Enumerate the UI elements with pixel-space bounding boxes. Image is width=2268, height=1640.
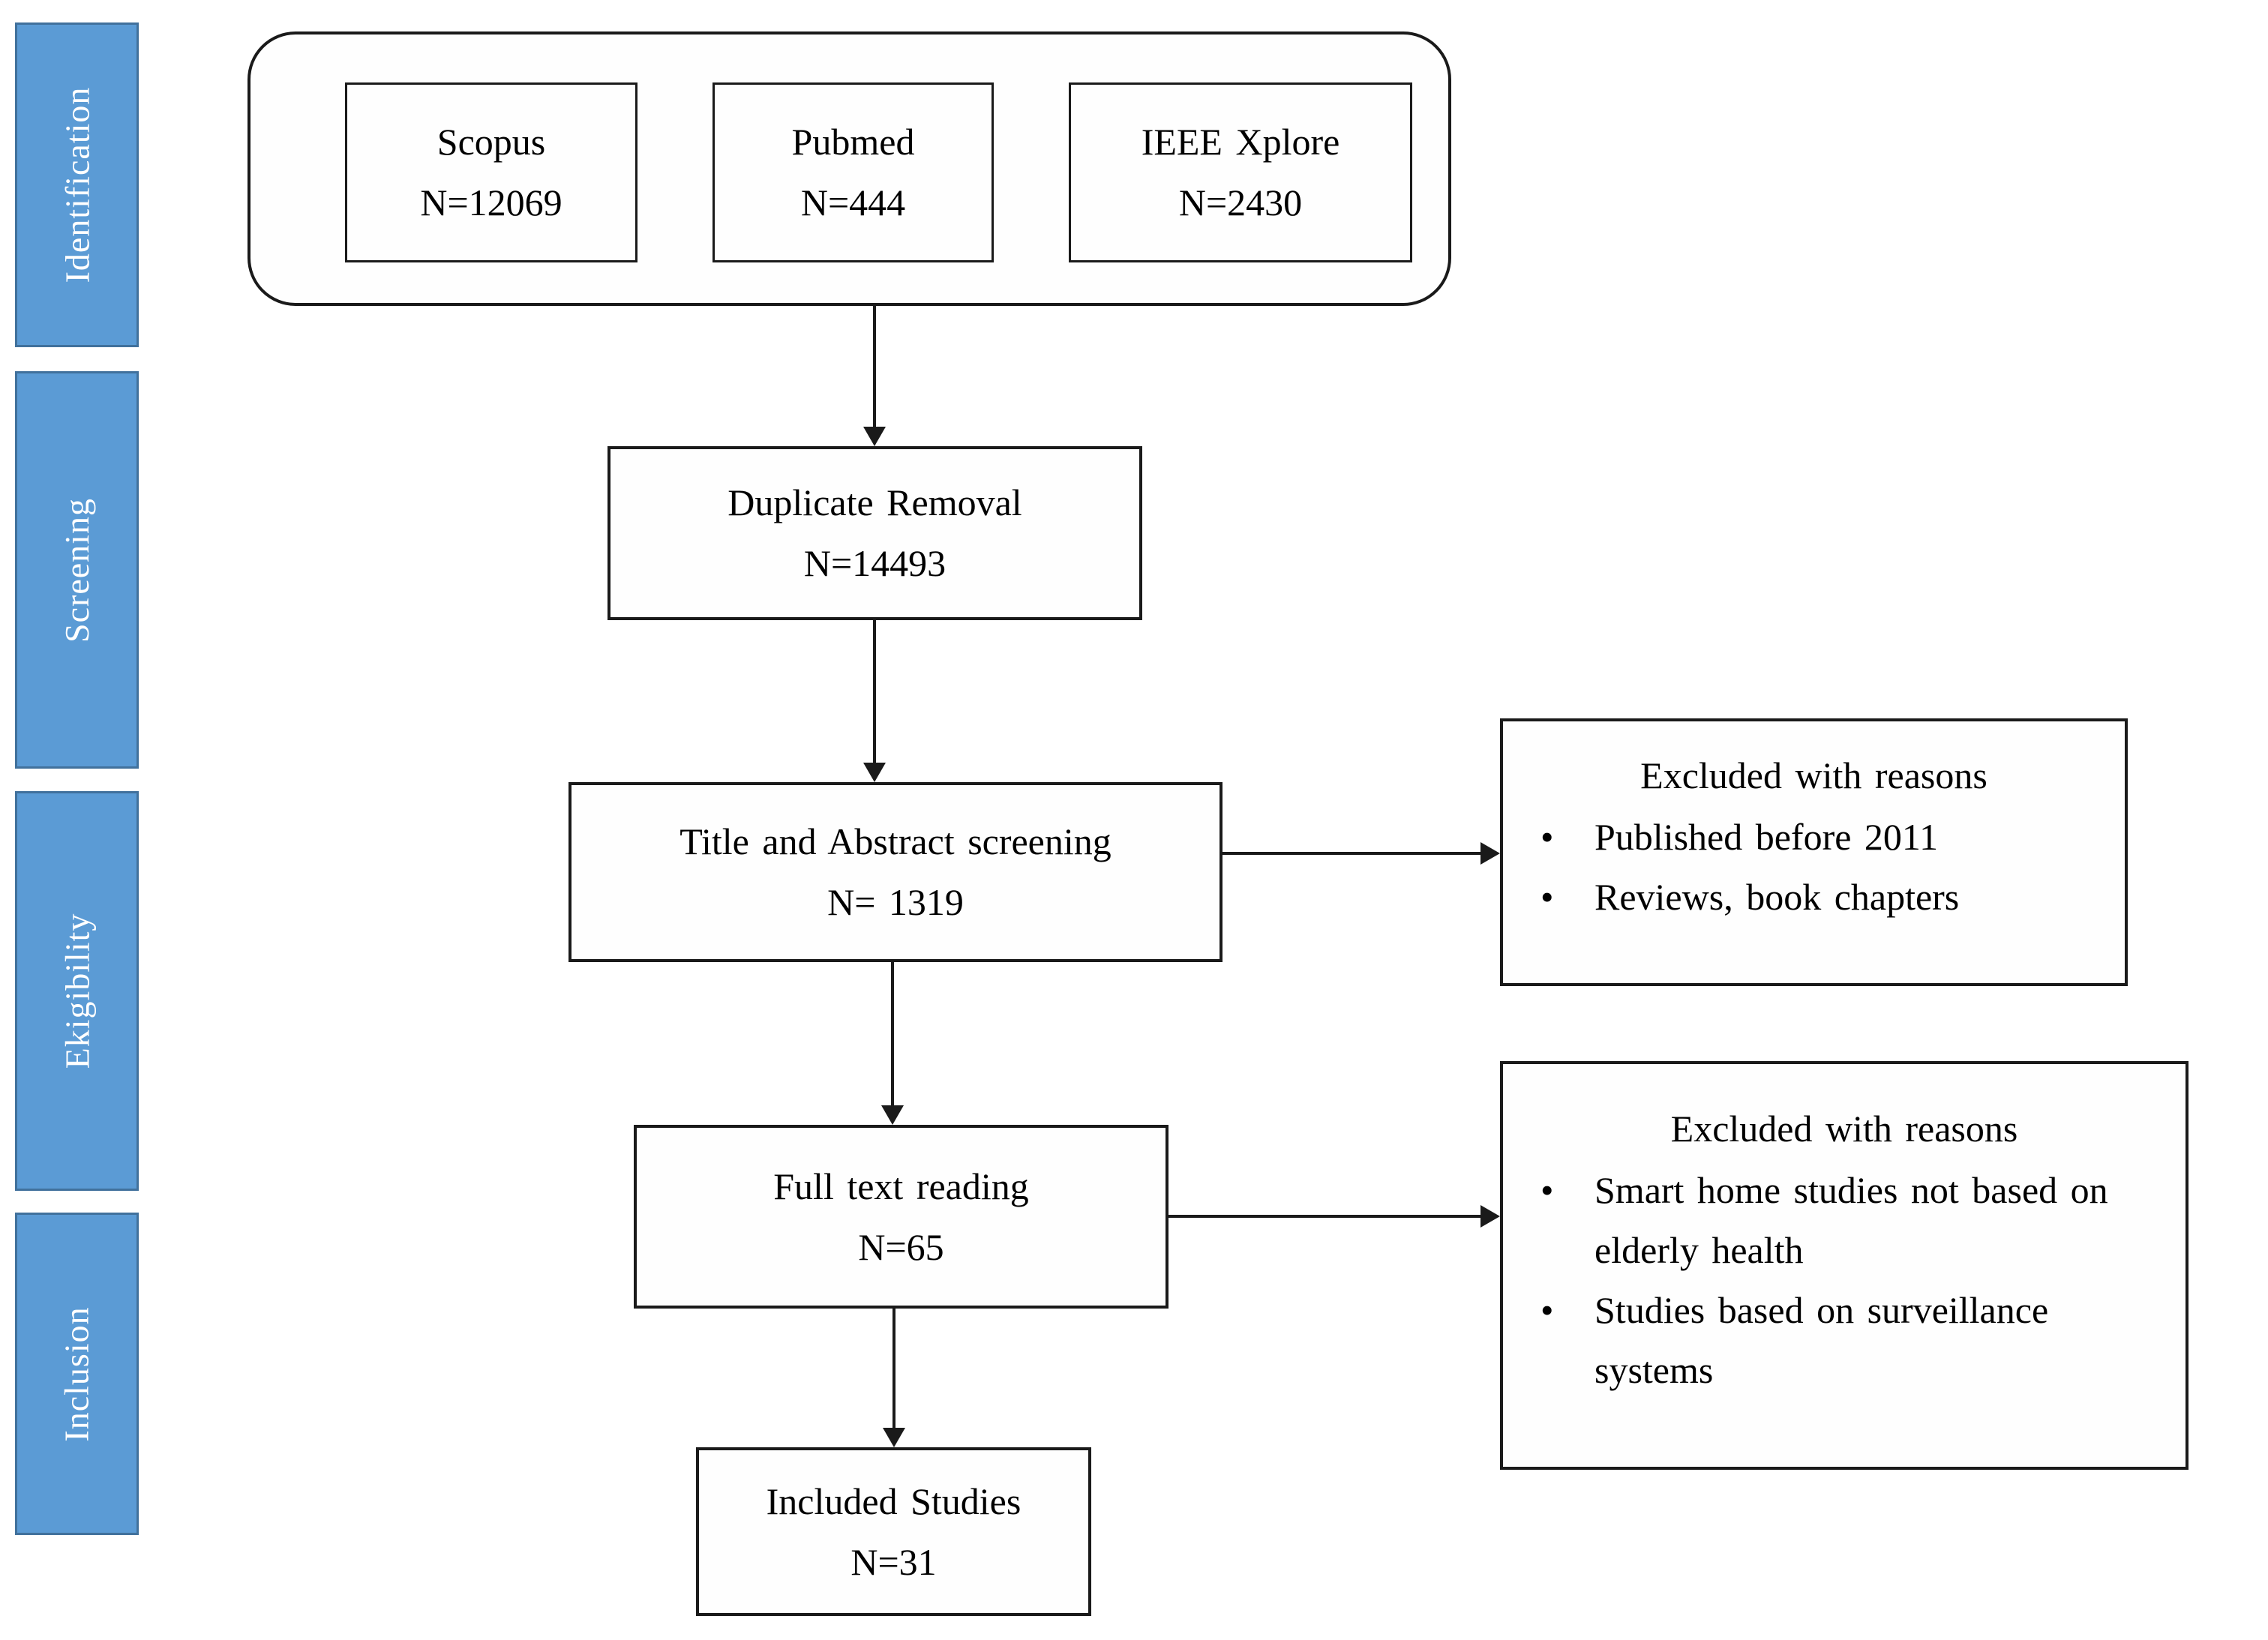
exclusion-1-item-text: Published before 2011 (1594, 816, 1939, 858)
exclusion-2-title: Excluded with reasons (1670, 1108, 2018, 1150)
arrow-sources-to-duplicate-removal (863, 306, 886, 446)
full-text-reading-box: Full text reading N=65 (634, 1125, 1168, 1309)
exclusion-2-item: • Studies based on surveillance systems (1503, 1280, 2186, 1400)
duplicate-removal-box: Duplicate Removal N=14493 (608, 446, 1142, 620)
arrow-full-text-to-included (883, 1309, 905, 1447)
exclusion-2-item-text: Studies based on surveillance systems (1594, 1289, 2049, 1391)
title-abstract-screening-box: Title and Abstract screening N= 1319 (568, 782, 1222, 962)
exclusion-2-item: • Smart home studies not based on elderl… (1503, 1160, 2186, 1280)
exclusion-1-title: Excluded with reasons (1640, 754, 1988, 796)
title-abstract-screening-count: N= 1319 (827, 881, 964, 923)
full-text-reading-count: N=65 (858, 1225, 944, 1268)
source-ieee-name: IEEE Xplore (1141, 121, 1340, 163)
arrow-title-abstract-to-full-text (881, 962, 904, 1125)
source-box-ieee-xplore: IEEE Xplore N=2430 (1069, 82, 1412, 262)
arrow-down-icon (863, 763, 886, 782)
stage-eligibility-label: Ekigibility (58, 913, 96, 1069)
stage-identification-label: Identification (58, 86, 97, 283)
arrow-down-icon (881, 1105, 904, 1125)
arrow-full-text-to-exclusion (1168, 1205, 1500, 1228)
exclusion-1-item: • Published before 2011 (1503, 807, 2125, 867)
included-studies-count: N=31 (850, 1540, 937, 1583)
included-studies-title: Included Studies (766, 1480, 1022, 1522)
arrow-right-icon (1480, 842, 1500, 865)
source-box-pubmed: Pubmed N=444 (712, 82, 994, 262)
stage-identification: Identification (15, 22, 139, 347)
arrow-down-icon (883, 1428, 905, 1447)
duplicate-removal-count: N=14493 (803, 542, 946, 584)
stage-inclusion-label: Inclusion (58, 1306, 97, 1442)
bullet-icon: • (1540, 816, 1554, 858)
exclusion-box-full-text: Excluded with reasons • Smart home studi… (1500, 1061, 2188, 1470)
source-scopus-count: N=12069 (420, 181, 562, 223)
source-box-scopus: Scopus N=12069 (345, 82, 638, 262)
stage-screening: Screening (15, 371, 139, 769)
stage-inclusion: Inclusion (15, 1213, 139, 1535)
exclusion-box-title-abstract: Excluded with reasons • Published before… (1500, 718, 2128, 986)
full-text-reading-title: Full text reading (773, 1165, 1029, 1207)
source-pubmed-count: N=444 (800, 181, 906, 223)
bullet-icon: • (1540, 1169, 1554, 1211)
stage-eligibility: Ekigibility (15, 791, 139, 1191)
stage-screening-label: Screening (58, 497, 96, 643)
bullet-icon: • (1540, 876, 1554, 918)
exclusion-1-item-text: Reviews, book chapters (1594, 876, 1960, 918)
arrow-right-icon (1480, 1205, 1500, 1228)
duplicate-removal-title: Duplicate Removal (728, 481, 1022, 523)
exclusion-2-item-text: Smart home studies not based on elderly … (1594, 1169, 2108, 1271)
included-studies-box: Included Studies N=31 (696, 1447, 1091, 1616)
exclusion-1-item: • Reviews, book chapters (1503, 867, 2125, 927)
bullet-icon: • (1540, 1289, 1554, 1331)
source-pubmed-name: Pubmed (791, 121, 915, 163)
title-abstract-screening-title: Title and Abstract screening (680, 820, 1112, 862)
source-ieee-count: N=2430 (1178, 181, 1303, 223)
arrow-title-abstract-to-exclusion (1222, 842, 1500, 865)
arrow-down-icon (863, 427, 886, 446)
arrow-duplicate-removal-to-title-abstract (863, 620, 886, 782)
source-scopus-name: Scopus (436, 121, 546, 163)
